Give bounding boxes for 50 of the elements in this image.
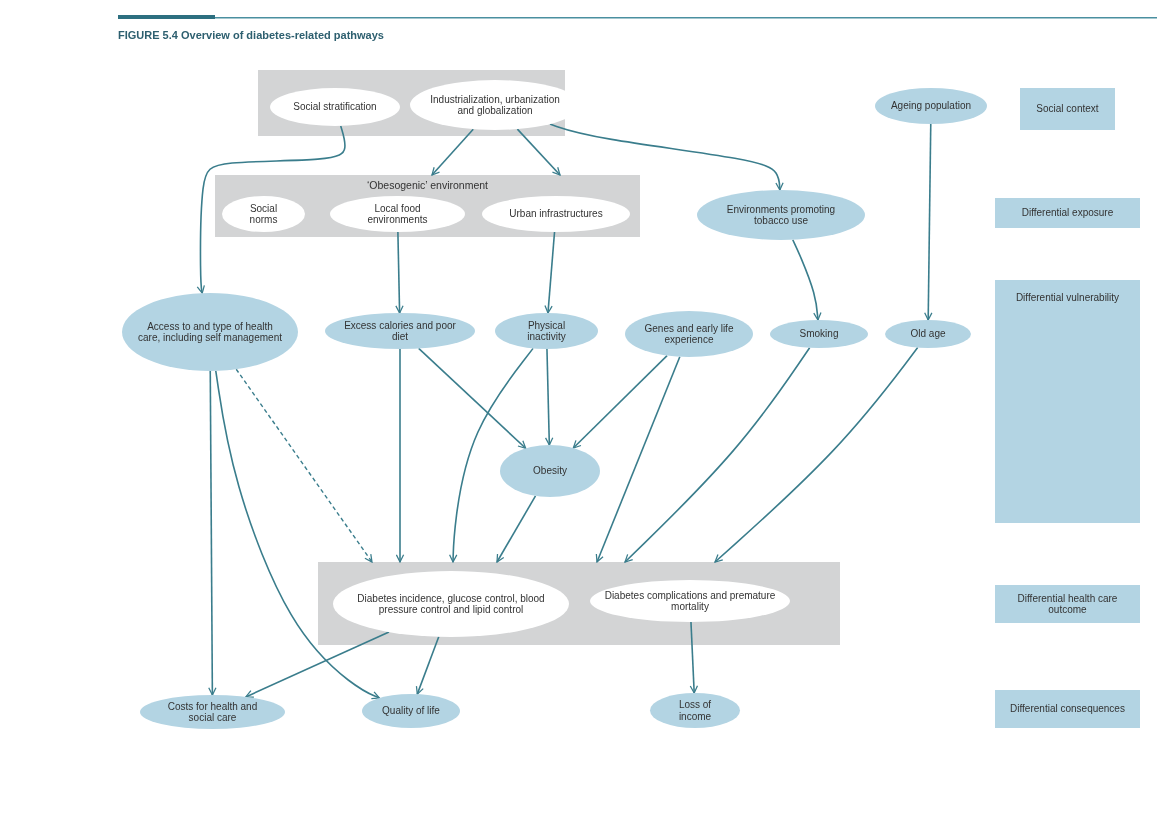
arrow: [544, 231, 556, 314]
level-label: Social context: [1020, 88, 1115, 130]
arrow: [245, 631, 390, 698]
arrow: [572, 354, 668, 449]
factor-ellipse: Smoking: [770, 320, 868, 348]
arrow: [196, 125, 346, 294]
factor-ellipse: Obesity: [500, 445, 600, 497]
arrow: [415, 636, 440, 695]
arrow: [549, 123, 784, 191]
factor-ellipse: Diabetes incidence, glucose control, blood pressure control and lipid control: [333, 571, 569, 637]
arrow: [624, 346, 811, 563]
factor-ellipse: Old age: [885, 320, 971, 348]
arrow: [448, 347, 534, 563]
level-label: Differential health care outcome: [995, 585, 1140, 623]
level-label: Differential consequences: [995, 690, 1140, 728]
arrow: [791, 238, 822, 321]
group-panel: [215, 175, 640, 237]
factor-ellipse: Environments promoting tobacco use: [697, 190, 865, 240]
arrow: [417, 347, 527, 450]
factor-ellipse: Physical inactivity: [495, 313, 598, 349]
arrow: [395, 231, 404, 314]
factor-ellipse: Access to and type of health care, including self management: [122, 293, 298, 371]
factor-ellipse: Genes and early life experience: [625, 311, 753, 357]
arrow: [544, 348, 554, 446]
arrow: [595, 355, 681, 563]
figure-title: FIGURE 5.4 Overview of diabetes-related pathways: [118, 29, 384, 41]
arrow: [235, 368, 373, 563]
factor-ellipse: Diabetes complications and premature mortality: [590, 580, 790, 622]
group-panel: [318, 562, 840, 645]
level-label: Differential vulnerability: [995, 280, 1140, 523]
factor-ellipse: Costs for health and social care: [140, 695, 285, 729]
factor-ellipse: Quality of life: [362, 694, 460, 728]
factor-ellipse: Ageing population: [875, 88, 987, 124]
arrow: [208, 370, 217, 696]
arrow: [215, 370, 381, 700]
factor-ellipse: Social stratification: [270, 88, 400, 126]
arrow: [714, 346, 919, 563]
factor-ellipse: Local food environments: [330, 196, 465, 232]
factor-ellipse: Loss of income: [650, 693, 740, 728]
arrow: [496, 495, 537, 563]
arrow: [689, 621, 699, 694]
level-label: Differential exposure: [995, 198, 1140, 228]
factor-ellipse: Excess calories and poor diet: [325, 313, 475, 349]
arrow: [395, 348, 405, 563]
arrow: [924, 123, 933, 321]
arrow: [431, 128, 475, 176]
factor-ellipse: Social norms: [222, 196, 305, 232]
factor-ellipse: Urban infrastructures: [482, 196, 630, 232]
panel-heading: ‘Obesogenic’ environment: [366, 179, 489, 192]
arrow: [516, 128, 561, 176]
